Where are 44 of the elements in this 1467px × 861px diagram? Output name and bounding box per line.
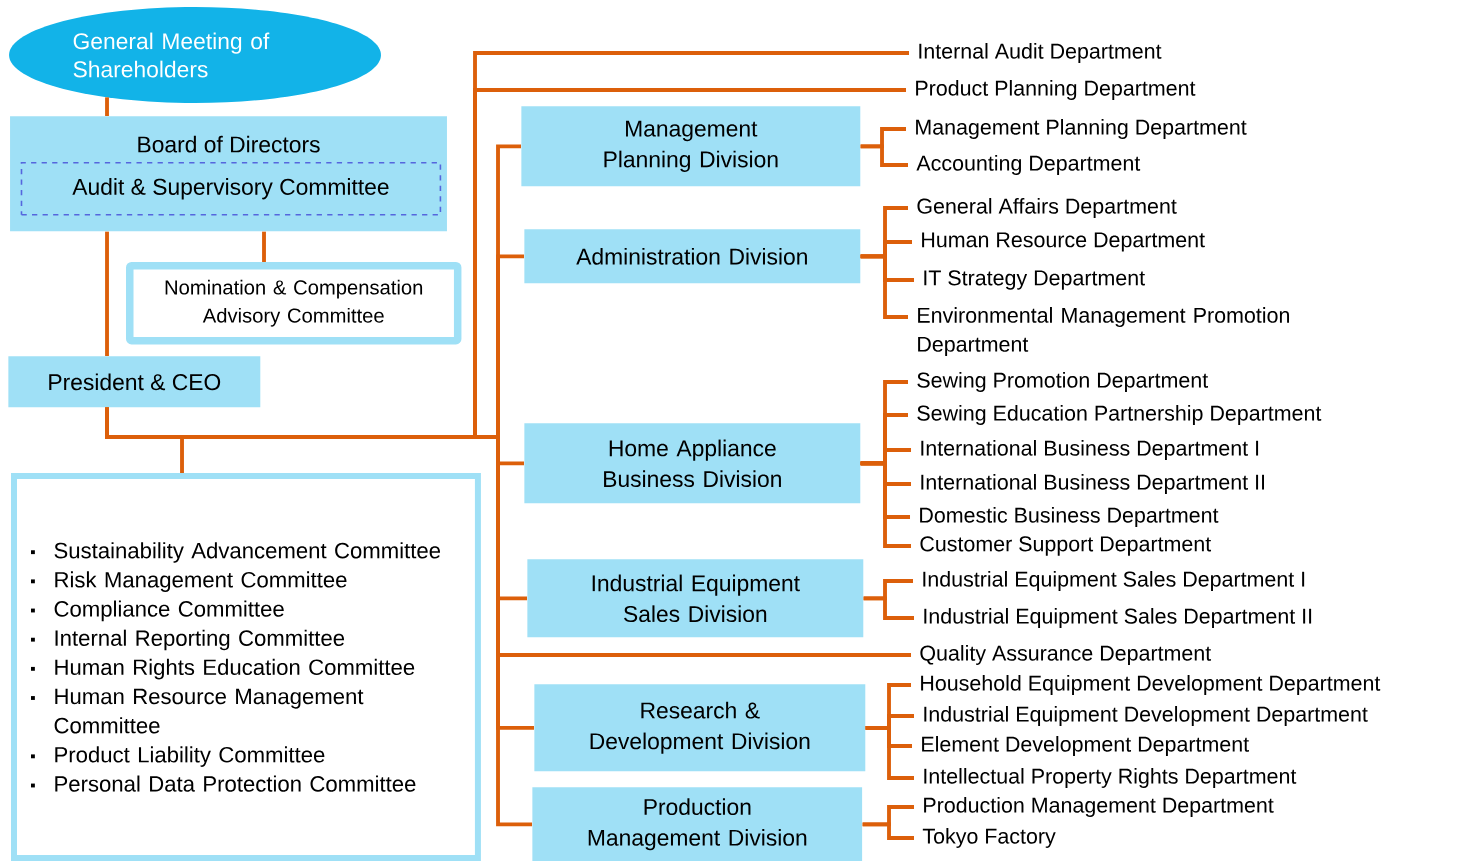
department-label: Customer Support Department xyxy=(920,536,1211,556)
department-label: Domestic Business Department xyxy=(920,507,1219,527)
division-box: Administration Division xyxy=(524,229,861,284)
department-label: Production Management Department xyxy=(924,797,1274,817)
department-label: Product Planning Department xyxy=(916,80,1196,100)
division-box: Industrial Equipment Sales Division xyxy=(527,559,864,638)
oval-node: General Meeting of Shareholders xyxy=(9,7,381,103)
department-label: Industrial Equipment Sales Department II xyxy=(924,608,1312,628)
connector-line xyxy=(863,596,914,620)
role-box: President & CEO xyxy=(8,356,261,408)
department-label: IT Strategy Department xyxy=(924,270,1145,290)
department-label: Human Resource Department xyxy=(922,232,1205,252)
connector-line xyxy=(860,461,911,548)
department-label: International Business Department II xyxy=(921,474,1265,494)
department-label: Intellectual Property Rights Department xyxy=(924,768,1297,788)
committee-box: Nomination & Compensation Advisory Committee xyxy=(126,262,462,345)
connector-line xyxy=(105,407,532,827)
connector-line xyxy=(105,231,109,356)
connector-line xyxy=(105,97,109,116)
connector-line xyxy=(860,254,908,319)
division-box: Production Management Division xyxy=(532,787,863,861)
department-label: International Business Department I xyxy=(921,440,1259,460)
department-label: Industrial Equipment Sales Department I xyxy=(923,571,1305,591)
connector-line xyxy=(865,725,914,780)
committee-box: Audit & Supervisory Committee xyxy=(20,162,442,216)
connector-line xyxy=(860,144,908,167)
department-label: Household Equipment Development Department xyxy=(921,675,1381,695)
division-box: Research & Development Division xyxy=(534,684,866,772)
division-box: Home Appliance Business Division xyxy=(524,423,861,504)
department-label: Sewing Promotion Department xyxy=(917,372,1208,392)
department-label: Tokyo Factory xyxy=(922,828,1056,848)
department-label: Management Planning Department xyxy=(916,119,1247,139)
department-label: Accounting Department xyxy=(916,155,1141,175)
division-box: Management Planning Division xyxy=(521,106,861,187)
department-label: Quality Assurance Department xyxy=(920,645,1211,665)
department-label: General Affairs Department xyxy=(917,198,1177,218)
department-label: Environmental Management Promotion Department xyxy=(918,307,1289,357)
connector-line xyxy=(262,231,266,262)
department-label: Element Development Department xyxy=(922,736,1249,756)
department-label: Industrial Equipment Development Department xyxy=(924,706,1368,726)
department-label: Sewing Education Partnership Department xyxy=(917,405,1322,425)
connector-line xyxy=(862,822,914,840)
department-label: Internal Audit Department xyxy=(919,43,1162,63)
committee-list-box: Sustainability Advancement Committee Risk Management Committee Compliance Committee Internal Reporting Committee Human Rights Education Committee Human Resource Management Committee Product Liability Committee Personal Data Protection Committee xyxy=(11,473,481,861)
